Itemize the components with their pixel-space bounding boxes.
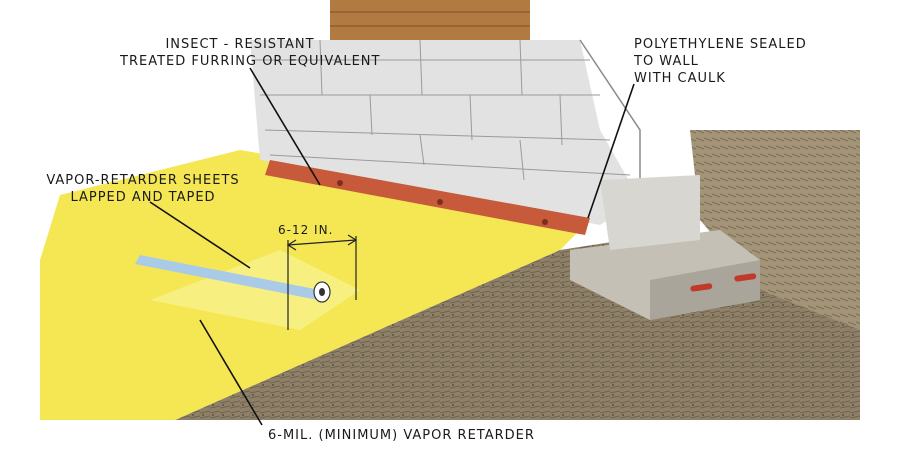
label-insect-resistant-furring: INSECT - RESISTANT TREATED FURRING OR EQ… [120,36,381,70]
label-lap-dimension: 6-12 IN. [278,223,334,237]
label-vapor-retarder: 6-MIL. (MINIMUM) VAPOR RETARDER [268,428,535,443]
label-line: INSECT - RESISTANT [165,37,315,52]
label-line: LAPPED AND TAPED [70,190,216,205]
wood-sill [330,0,530,40]
vapor-retarder-shade [150,250,360,330]
rebar-ends [690,273,757,292]
label-line: TO WALL [634,54,699,69]
label-vapor-retarder-sheets: VAPOR-RETARDER SHEETS LAPPED AND TAPED [28,172,258,206]
lap-dimension [286,234,358,330]
furring-strip [265,160,590,235]
label-line: TREATED FURRING OR EQUIVALENT [120,54,381,69]
label-line: WITH CAULK [634,71,726,86]
label-line: POLYETHYLENE SEALED [634,37,807,52]
label-polyethylene-sealed: POLYETHYLENE SEALED TO WALL WITH CAULK [634,36,807,87]
gravel-right [690,130,860,330]
concrete-footing [570,175,760,320]
label-line: VAPOR-RETARDER SHEETS [46,173,240,188]
block-wall [250,39,641,225]
leader-lines [149,67,635,426]
tape-strip [135,255,320,300]
